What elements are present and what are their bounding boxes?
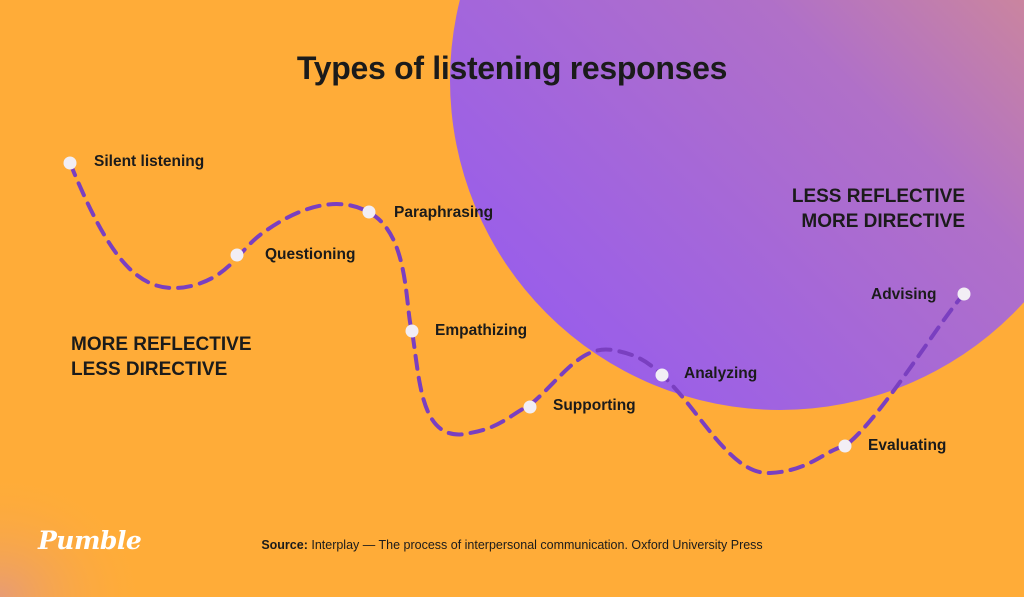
label-analyzing: Analyzing: [684, 365, 758, 382]
node-dot-supporting: [523, 400, 537, 414]
node-dot-advising: [957, 287, 971, 301]
node-dot-silent: [63, 156, 77, 170]
page-title: Types of listening responses: [296, 50, 728, 86]
left-zone-line-2: LESS DIRECTIVE: [71, 359, 228, 380]
label-questioning: Questioning: [265, 246, 356, 263]
left-zone-line-1: MORE REFLECTIVE: [71, 334, 252, 355]
right-zone-line-1: LESS REFLECTIVE: [791, 186, 965, 207]
listening-curve: [68, 161, 966, 476]
node-dot-analyzing: [655, 368, 669, 382]
label-silent-listening: Silent listening: [94, 153, 205, 170]
label-empathizing: Empathizing: [435, 322, 528, 339]
label-advising: Advising: [871, 286, 937, 303]
node-dot-empathizing: [405, 324, 419, 338]
source-text: Interplay — The process of interpersonal…: [311, 538, 763, 552]
source-note: Source: Interplay — The process of inter…: [0, 538, 1024, 552]
node-dot-questioning: [230, 248, 244, 262]
source-prefix: Source:: [261, 538, 308, 552]
directive-zone-circle: [450, 0, 1024, 410]
node-dot-paraphrasing: [362, 205, 376, 219]
pumble-logo: Pumble: [38, 526, 142, 555]
right-zone-line-2: MORE DIRECTIVE: [801, 211, 965, 232]
node-dot-evaluating: [838, 439, 852, 453]
curve-dots: [63, 156, 971, 453]
label-evaluating: Evaluating: [868, 437, 947, 454]
corner-glow: [0, 470, 150, 597]
right-zone-caption: LESS REFLECTIVE MORE DIRECTIVE: [792, 184, 965, 234]
label-supporting: Supporting: [553, 397, 636, 414]
left-zone-caption: MORE REFLECTIVE LESS DIRECTIVE: [71, 332, 252, 382]
label-paraphrasing: Paraphrasing: [394, 204, 494, 221]
